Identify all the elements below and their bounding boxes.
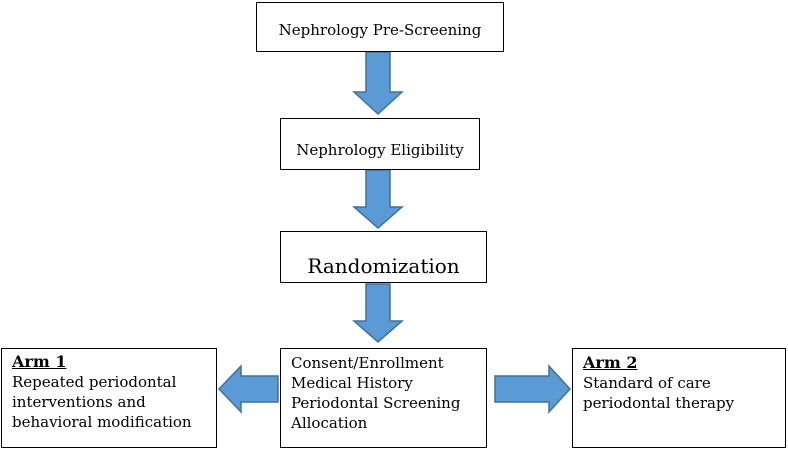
arm2-line: Standard of care (583, 374, 711, 392)
enrollment-line: Medical History (291, 374, 413, 392)
arm1-line: interventions and (12, 393, 146, 411)
prescreening-label: Nephrology Pre-Screening (278, 21, 482, 39)
arm2-line: periodontal therapy (583, 394, 735, 412)
randomization-box: Randomization (280, 231, 487, 283)
prescreening-box: Nephrology Pre-Screening (256, 2, 504, 52)
arrow-left-to-arm1 (217, 364, 279, 414)
arm1-title: Arm 1 (12, 352, 67, 371)
eligibility-label: Nephrology Eligibility (296, 141, 464, 159)
randomization-label: Randomization (307, 254, 460, 278)
arrow-down-randomization-to-enrollment (352, 283, 404, 343)
arrow-right-to-arm2 (494, 364, 572, 414)
enrollment-line: Allocation (291, 414, 368, 432)
enrollment-line: Consent/Enrollment (291, 354, 444, 372)
arm2-title: Arm 2 (583, 353, 638, 372)
arm2-box: Arm 2 Standard of care periodontal thera… (572, 348, 786, 448)
eligibility-box: Nephrology Eligibility (280, 118, 480, 170)
arrow-down-prescreen-to-eligibility (352, 51, 404, 116)
enrollment-box: Consent/Enrollment Medical History Perio… (280, 348, 487, 448)
arm1-line: Repeated periodontal (12, 373, 177, 391)
arm1-line: behavioral modification (12, 413, 192, 431)
arm1-box: Arm 1 Repeated periodontal interventions… (1, 348, 217, 448)
arrow-down-eligibility-to-randomization (352, 169, 404, 229)
enrollment-line: Periodontal Screening (291, 394, 461, 412)
